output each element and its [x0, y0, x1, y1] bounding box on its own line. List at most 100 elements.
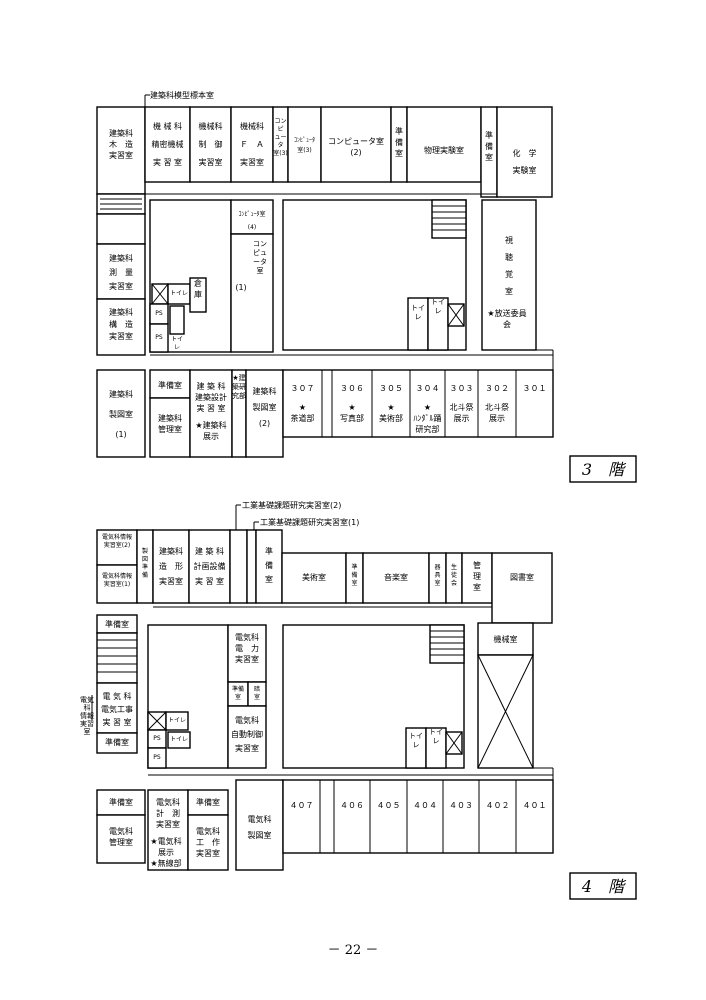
label-toilet3c: トイレ	[411, 304, 425, 321]
classroom-403-num: ４０３	[449, 801, 473, 810]
room-machine	[477, 622, 534, 656]
classroom-405-num: ４０５	[376, 801, 401, 810]
room-comp4	[230, 199, 274, 235]
label-prep6: 準備室	[105, 620, 129, 629]
room-elec-power	[227, 624, 267, 683]
floor3-plan	[96, 94, 637, 483]
room-kadai1	[246, 529, 257, 604]
label-dark: 暗 室	[253, 686, 260, 701]
room-kadai2	[229, 529, 248, 604]
classroom-307-club: ★ 茶道部	[290, 403, 315, 423]
classroom-303-club: 北斗祭 展示	[449, 403, 474, 423]
classroom-407-num: ４０７	[289, 801, 314, 810]
label-drafting-prep: 製 図 準 備	[141, 548, 148, 579]
classroom-row-3	[282, 369, 554, 438]
label-arch-form: 建築科 造 形 実習室	[159, 547, 183, 586]
room-arch-structure	[96, 298, 146, 356]
label-toilet4d: トイレ	[429, 728, 443, 745]
label-comp1-num: (1)	[235, 283, 247, 292]
label-toilet3d: トイレ	[431, 298, 445, 315]
stairs-icon	[432, 205, 466, 231]
classroom-306-club: ★ 写真部	[340, 403, 364, 423]
room-library	[491, 552, 553, 624]
label-arch-plan: 建 築 科 計画設備 実 習 室	[193, 547, 226, 586]
classroom-307-num: ３０７	[290, 384, 315, 393]
classroom-304-num: ３０４	[415, 384, 440, 393]
label-student: 生 徒 会	[450, 564, 457, 587]
label-prep4: 準 備 室	[265, 547, 273, 584]
label-elec-measure: 電気科 計 測 実習室	[156, 798, 180, 829]
label-arch-wood: 建築科 木 造 実習室	[109, 129, 133, 160]
callout-kadai1: 工業基礎課題研究実習室(1)	[260, 518, 360, 527]
label-art: 美術室	[302, 573, 326, 582]
label-arch-design: 建 築 科 建築設計 実 習 室	[195, 382, 227, 413]
label-comp2: コンピュータ室 (2)	[328, 137, 384, 157]
label-elec-info1: 電気科情報 実習室(1)	[101, 573, 132, 588]
classroom-305-num: ３０５	[379, 384, 403, 393]
classroom-301-num: ３０１	[522, 384, 547, 393]
label-prep10: 準備室	[196, 798, 220, 807]
label-arch-research: ★建築研究部	[232, 374, 246, 400]
label-comp3b: ｺﾝﾋﾟｭｰﾀ 室(3)	[293, 137, 315, 154]
label-arch-survey: 建築科 測 量 実習室	[109, 254, 133, 291]
room-prep3	[149, 369, 191, 399]
toilet4-a	[165, 711, 189, 731]
room-stair-l2	[96, 213, 146, 245]
label-ps4b: PS	[153, 754, 161, 761]
room-elec-work	[96, 682, 138, 734]
label-elec-mgmt: 電気科 管理室	[109, 827, 133, 847]
stairs-icon	[97, 639, 137, 673]
floor4-plan	[91, 504, 637, 900]
label-arch-structure: 建築科 構 造 実習室	[109, 308, 133, 341]
label-toilet4c: トイレ	[409, 732, 423, 749]
label-toilet4b: トイレ	[169, 736, 188, 743]
room-comp2	[320, 106, 392, 183]
ps4-b	[147, 747, 167, 769]
label-admin: 管 理 室	[473, 561, 481, 592]
classroom-305-club: ★ 美術部	[379, 403, 403, 423]
label-prep5: 準 備 室	[351, 564, 358, 587]
label-machine: 機械室	[493, 635, 518, 644]
label-comp1: コンピュータ室	[253, 240, 267, 275]
classroom-401-num: ４０１	[522, 801, 547, 810]
label-library: 図書室	[510, 573, 534, 582]
room-prep7	[96, 732, 138, 754]
toilet4-b	[167, 731, 191, 749]
classroom-306-num: ３０６	[340, 384, 364, 393]
floor3-label-box	[569, 455, 637, 483]
room-mech-control	[189, 106, 232, 183]
room-physics	[406, 106, 482, 183]
label-prep3: 準備室	[158, 381, 182, 390]
label-elec-info2: 電気科情報 実習室(2)	[101, 534, 132, 549]
floor3-label: 3 階	[581, 460, 625, 479]
label-toilet3b: トイレ	[170, 336, 183, 351]
label-elec-drafting: 電気科 製図室	[247, 815, 272, 840]
label-prep2: 準 備 室	[485, 131, 493, 162]
room-elec-drafting	[235, 779, 284, 871]
toilet3-b	[169, 305, 185, 335]
label-arch-mgmt: 建築科 管理室	[158, 414, 182, 434]
label-chem: 化 学 実験室	[512, 149, 537, 175]
label-av: 視 聴 覚 室	[505, 236, 513, 296]
label-toilet4a: トイレ	[167, 717, 186, 724]
ps3-b	[149, 323, 169, 353]
room-elec-craft	[187, 814, 229, 871]
label-physics: 物理実験室	[424, 146, 464, 155]
classroom-302-club: 北斗祭 展示	[485, 403, 509, 423]
room-arch-drafting1	[96, 369, 146, 458]
label-equip: 器 具 室	[434, 564, 441, 587]
label-arch-drafting1: 建築科 製図室 (1)	[109, 390, 133, 439]
room-mech-precision	[144, 106, 191, 183]
room-art	[281, 552, 347, 604]
label-elec-craft: 電気科 工 作 実習室	[196, 827, 220, 858]
label-ps3b: PS	[155, 334, 163, 341]
label-ps4a: PS	[153, 735, 161, 742]
label-storage3: 倉 庫	[194, 279, 202, 299]
room-arch-plan	[188, 529, 231, 604]
label-comp3a: コンピ ュータ 室(3)	[273, 118, 288, 157]
room-elec-info1	[96, 564, 138, 604]
label-prep9: 準備室	[109, 798, 133, 807]
callout-model-room: 建築科模型標本室	[150, 91, 214, 100]
room-chem	[496, 106, 553, 198]
